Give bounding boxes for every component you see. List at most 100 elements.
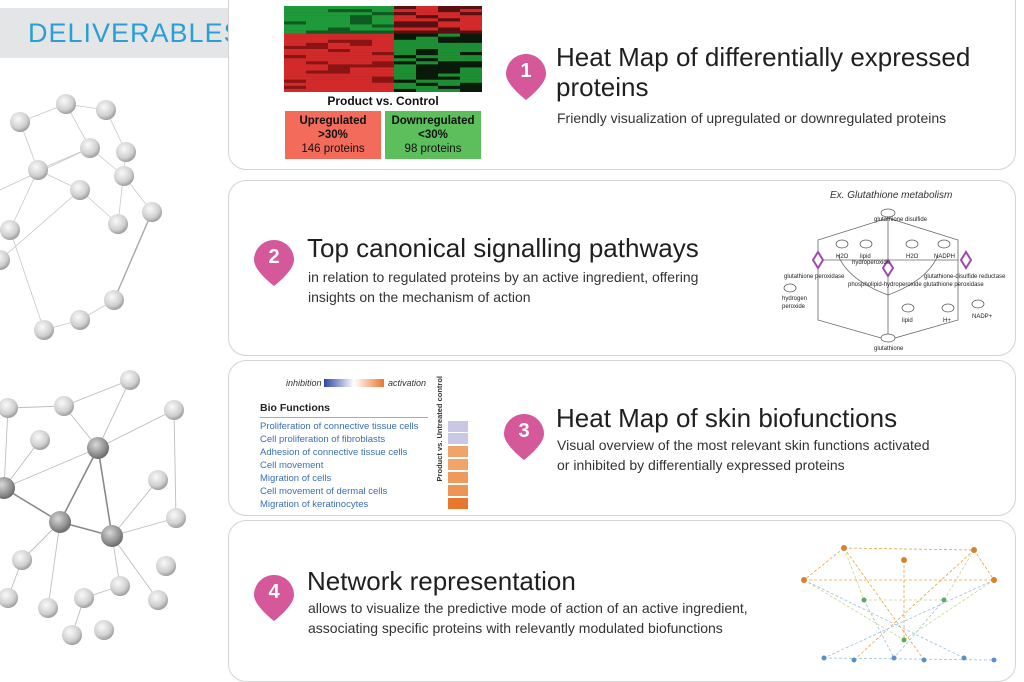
- heatmap-cell: [328, 85, 351, 90]
- heatmap-cell: [460, 85, 482, 90]
- heatmap-cell: [372, 79, 395, 83]
- heatmap-cell: [350, 30, 373, 34]
- label-hydrogen: hydrogen: [782, 296, 807, 302]
- heatmap-caption: Product vs. Control: [327, 94, 439, 108]
- heatmap-cell: [460, 55, 482, 59]
- heatmap-cell: [306, 9, 329, 13]
- heatmap-cell: [438, 88, 461, 92]
- heatmap-cell: [284, 12, 307, 16]
- heatmap-cell: [394, 9, 417, 13]
- heatmap-cell: [306, 33, 329, 37]
- heatmap-cell: [394, 79, 417, 83]
- heatmap-cell: [416, 85, 439, 90]
- heatmap-cell: [284, 52, 307, 56]
- heatmap-cell: [416, 82, 439, 87]
- heatmap-cell: [306, 45, 329, 50]
- item-2-description-line2: insights on the mechanism of action: [308, 289, 531, 305]
- heatmap-cell: [306, 67, 329, 71]
- heatmap-cell: [372, 58, 395, 62]
- heatmap-cell: [306, 64, 329, 68]
- heatmap-cell: [394, 61, 417, 65]
- label-lipid-2: lipid: [902, 318, 913, 324]
- heatmap-cell: [438, 21, 461, 25]
- heatmap-cell: [438, 39, 461, 44]
- heatmap-cell: [460, 76, 482, 80]
- heatmap-cell: [460, 52, 482, 56]
- heatmap-cell: [328, 30, 351, 34]
- heatmap-cell: [372, 21, 395, 25]
- heatmap-cell: [372, 73, 395, 77]
- bio-row-5: Migration of cells: [260, 473, 332, 484]
- heatmap-cell: [438, 45, 461, 50]
- bio-cell-4: [448, 459, 468, 470]
- heatmap-cell: [394, 30, 417, 34]
- heatmap-cell: [438, 24, 461, 28]
- heatmap-cell: [284, 82, 307, 87]
- heatmap-cell: [284, 33, 307, 37]
- label-reductase: glutathione-disulfide reductase: [924, 274, 1006, 280]
- heatmap-cell: [394, 73, 417, 77]
- panel-network: [228, 520, 1016, 682]
- label-glutathione: glutathione: [874, 346, 904, 352]
- heatmap-cell: [328, 12, 351, 16]
- heatmap-cell: [372, 49, 395, 53]
- heatmap-cell: [328, 18, 351, 22]
- heatmap-cell: [306, 70, 329, 74]
- heatmap-cell: [460, 42, 482, 47]
- legend-activation: activation: [388, 378, 427, 388]
- upregulated-box: Upregulated >30% 146 proteins: [285, 111, 381, 159]
- heatmap-cell: [460, 58, 482, 62]
- heatmap-cell: [394, 36, 417, 40]
- heatmap-cell: [306, 6, 329, 10]
- heatmap-cell: [416, 21, 439, 25]
- item-2-description-line1: in relation to regulated proteins by an …: [308, 269, 699, 285]
- heatmap-cell: [306, 18, 329, 22]
- heatmap-cell: [350, 82, 373, 87]
- bio-cell-3: [448, 446, 468, 457]
- heatmap-cell: [460, 24, 482, 28]
- heatmap-cell: [416, 39, 439, 44]
- heatmap-cell: [394, 55, 417, 59]
- biofunctions-header: Bio Functions: [260, 402, 330, 414]
- item-2-title: Top canonical signalling pathways: [307, 233, 699, 263]
- label-nadp: NADP+: [972, 314, 993, 320]
- heatmap-cell: [372, 18, 395, 22]
- heatmap-cell: [460, 21, 482, 25]
- label-h2o-b: H2O: [906, 254, 919, 260]
- heatmap-cell: [284, 70, 307, 74]
- heatmap-cell: [284, 76, 307, 80]
- heatmap-cell: [438, 12, 461, 16]
- heatmap-cell: [284, 42, 307, 47]
- heatmap-cell: [394, 33, 417, 37]
- biofunctions-heatmap: inhibition activation Product vs. Untrea…: [258, 374, 473, 516]
- heatmap-cell: [328, 6, 351, 10]
- heatmap-cell: [372, 39, 395, 44]
- heatmap-cell: [460, 73, 482, 77]
- heatmap-cell: [284, 58, 307, 62]
- item-3-title: Heat Map of skin biofunctions: [556, 403, 898, 433]
- heatmap-cell: [438, 15, 461, 19]
- heatmap-cell: [438, 18, 461, 22]
- heatmap-cell: [328, 49, 351, 53]
- heatmap-cell: [394, 49, 417, 53]
- heatmap-cell: [416, 30, 439, 34]
- heatmap-cell: [328, 76, 351, 80]
- heatmap-cell: [328, 58, 351, 62]
- heatmap-cell: [306, 82, 329, 87]
- upregulated-count: 146 proteins: [301, 143, 365, 155]
- heatmap-cell: [438, 33, 461, 37]
- heatmap-cell: [438, 76, 461, 80]
- pin-2-number: 2: [268, 246, 280, 268]
- heatmap-cell: [372, 9, 395, 13]
- heatmap-cell: [284, 45, 307, 50]
- heatmap-cell: [284, 85, 307, 90]
- heatmap-cell: [350, 64, 373, 68]
- heatmap-cell: [372, 76, 395, 80]
- heatmap-cell: [306, 24, 329, 28]
- heatmap-cell: [416, 61, 439, 65]
- heatmap-cell: [394, 58, 417, 62]
- pin-1-number: 1: [520, 60, 532, 82]
- heatmap-cell: [416, 79, 439, 83]
- pin-2-icon: 2: [254, 240, 294, 286]
- heatmap-cell: [350, 45, 373, 50]
